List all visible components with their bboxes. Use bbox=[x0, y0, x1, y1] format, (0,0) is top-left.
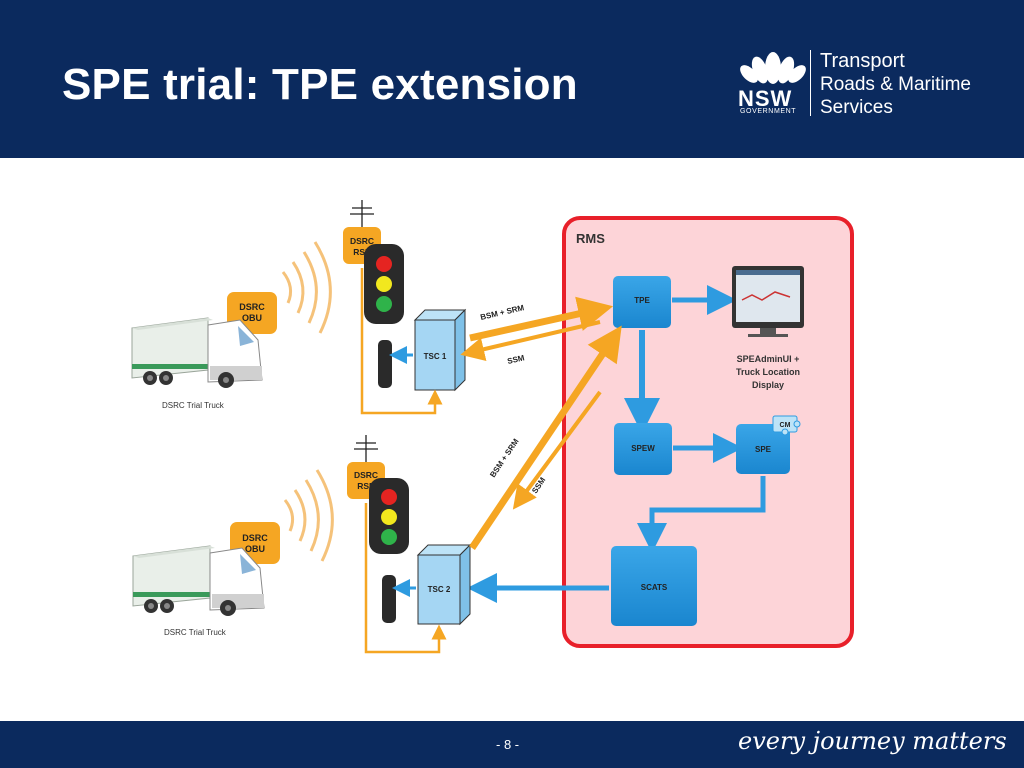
government-wordmark: GOVERNMENT bbox=[740, 108, 797, 115]
spew-label: SPEW bbox=[631, 444, 655, 453]
rse1-tsc1-link bbox=[360, 268, 443, 415]
spe-label: SPE bbox=[755, 445, 772, 454]
rse-1-line1: DSRC bbox=[350, 236, 374, 246]
nsw-wordmark: NSW bbox=[738, 86, 793, 111]
traffic-light-2-icon bbox=[369, 478, 409, 623]
bsm-srm-1-arrow bbox=[469, 296, 614, 342]
rse-2-line1: DSRC bbox=[354, 470, 378, 480]
obu-1-line1: DSRC bbox=[239, 302, 265, 312]
tsc-2-box bbox=[416, 543, 472, 626]
antenna-2-icon bbox=[354, 435, 378, 462]
bsm-srm-1-label: BSM + SRM bbox=[479, 303, 525, 322]
truck-1-icon bbox=[131, 317, 263, 388]
tsc-1-box bbox=[413, 308, 467, 392]
spe-to-scats-arrow bbox=[637, 476, 766, 553]
wireless-waves-1-icon bbox=[281, 241, 332, 334]
cm-plugin-icon bbox=[772, 415, 801, 436]
bsm-srm-2-label: BSM + SRM bbox=[488, 437, 521, 479]
logo-line-2: Roads & Maritime bbox=[820, 74, 971, 95]
rse-2-line2: RSE bbox=[357, 481, 375, 491]
ssm-2-arrow bbox=[512, 390, 602, 510]
obu-1-line2: OBU bbox=[242, 313, 262, 323]
obu-2-line1: DSRC bbox=[242, 533, 268, 543]
monitor-icon bbox=[732, 266, 804, 337]
antenna-icon bbox=[350, 200, 374, 227]
truck-2-label: DSRC Trial Truck bbox=[164, 628, 227, 637]
tpe-label: TPE bbox=[634, 296, 650, 305]
nsw-transport-logo: NSW GOVERNMENT Transport Roads & Maritim… bbox=[738, 46, 1008, 120]
bsm-srm-2-arrow bbox=[469, 325, 622, 550]
admin-line1: SPEAdminUI + bbox=[737, 354, 800, 364]
ssm-1-label: SSM bbox=[506, 353, 525, 366]
scats-label: SCATS bbox=[641, 583, 668, 592]
traffic-light-1-icon bbox=[364, 244, 404, 388]
ssm-1-arrow bbox=[460, 320, 601, 361]
rse-1-line2: RSE bbox=[353, 247, 371, 257]
tpe-box bbox=[613, 276, 671, 328]
rse2-tsc2-link bbox=[364, 503, 447, 654]
footer-tagline: every journey matters bbox=[738, 727, 1007, 755]
scats-box bbox=[611, 546, 697, 626]
logo-line-3: Services bbox=[820, 97, 893, 118]
rms-container bbox=[562, 216, 854, 648]
logo-divider bbox=[810, 50, 811, 116]
tsc-1-label: TSC 1 bbox=[424, 352, 447, 361]
spew-box bbox=[614, 423, 672, 475]
cm-label: CM bbox=[780, 422, 791, 429]
wireless-waves-2-icon bbox=[283, 469, 334, 562]
truck-2-icon bbox=[132, 545, 265, 616]
page-number: - 8 - bbox=[496, 737, 520, 752]
architecture-diagram: RMS DSRC RSE TSC 1 DSRC OBU bbox=[131, 200, 854, 654]
header-bar bbox=[0, 0, 1024, 158]
rms-label: RMS bbox=[576, 231, 605, 246]
obu-2-line2: OBU bbox=[245, 544, 265, 554]
truck-1-label: DSRC Trial Truck bbox=[162, 401, 225, 410]
logo-line-1: Transport bbox=[820, 50, 905, 72]
spe-box bbox=[736, 424, 790, 474]
waratah-icon bbox=[740, 52, 806, 84]
admin-line3: Display bbox=[752, 380, 784, 390]
ssm-2-label: SSM bbox=[530, 475, 547, 495]
slide-title: SPE trial: TPE extension bbox=[62, 60, 578, 109]
footer-bar bbox=[0, 721, 1024, 768]
admin-line2: Truck Location bbox=[736, 367, 800, 377]
tsc-2-label: TSC 2 bbox=[428, 585, 451, 594]
